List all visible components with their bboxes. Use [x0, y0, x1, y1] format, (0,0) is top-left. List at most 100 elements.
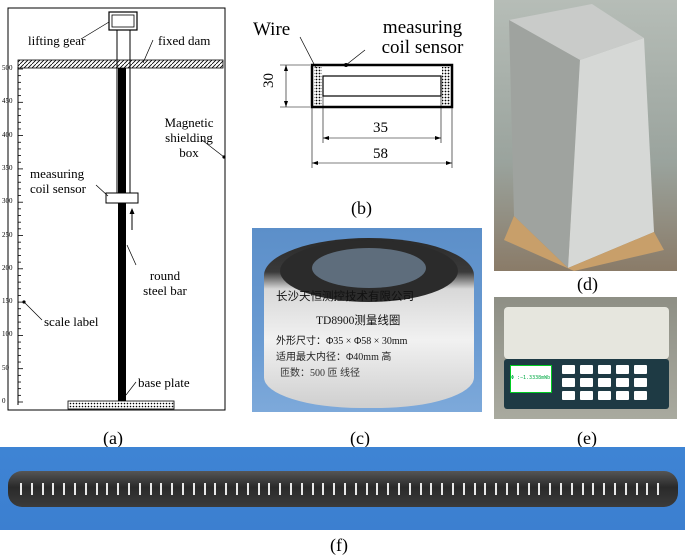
bar-mark: [354, 483, 357, 495]
screen-reading: Φ :−1.3338mWb: [511, 375, 551, 381]
bar-mark: [106, 483, 109, 495]
bar-mark: [592, 483, 595, 495]
caption-f: (f): [330, 535, 348, 555]
bar-mark: [171, 483, 174, 495]
keypad-key: [598, 391, 611, 400]
dim-height: 30: [261, 73, 277, 88]
bar-mark: [646, 483, 649, 495]
scale-number: 150: [2, 297, 13, 306]
keypad-key: [562, 391, 575, 400]
coil-model: TD8900测量线圈: [316, 315, 401, 327]
bar-mark: [549, 483, 552, 495]
keypad-key: [562, 365, 575, 374]
bar-mark: [20, 483, 22, 495]
caption-d: (d): [577, 274, 598, 294]
bar-mark: [560, 483, 562, 495]
dim-outer: 58: [373, 146, 388, 162]
scale-number: 250: [2, 230, 13, 239]
bar-mark: [635, 483, 638, 495]
bar-mark: [63, 483, 66, 495]
bar-mark: [365, 483, 368, 495]
bar-mark: [452, 483, 454, 495]
coil-spec-inner: 适用最大内径：Φ40mm 高: [276, 352, 392, 363]
caption-b: (b): [351, 198, 372, 218]
bar-mark: [527, 483, 530, 495]
bar-mark: [516, 483, 519, 495]
bar-mark: [322, 483, 325, 495]
bar-mark: [441, 483, 444, 495]
bar-mark: [203, 483, 206, 495]
bar-mark: [462, 483, 465, 495]
bar-mark: [495, 483, 498, 495]
bar-mark: [614, 483, 616, 495]
photo-coil: 长沙天恒测控技术有限公司 TD8900测量线圈 外形尺寸：Φ35 × Φ58 ×…: [252, 228, 482, 412]
bar-mark: [117, 483, 120, 495]
bar-mark: [581, 483, 584, 495]
lifting-gear: [108, 11, 138, 31]
caption-c: (c): [350, 428, 370, 448]
keypad-key: [562, 378, 575, 387]
scale-number: 350: [2, 163, 13, 172]
scale-number: 500: [2, 64, 13, 72]
bar-mark: [257, 483, 260, 495]
bar-mark: [268, 483, 271, 495]
bar-mark: [300, 483, 303, 495]
keypad-key: [616, 365, 629, 374]
dim-inner: 35: [373, 120, 388, 136]
coil-sensor: [105, 192, 139, 204]
label-base-plate: base plate: [138, 375, 190, 390]
bar-mark: [192, 483, 195, 495]
keypad-key: [634, 391, 647, 400]
keypad-key: [634, 365, 647, 374]
bar-mark: [138, 483, 141, 495]
keypad-key: [598, 378, 611, 387]
bar-mark: [484, 483, 487, 495]
bar-mark: [376, 483, 379, 495]
bar-mark: [214, 483, 217, 495]
bar-mark: [128, 483, 130, 495]
bar-mark: [311, 483, 314, 495]
bar-mark: [52, 483, 55, 495]
label-coil-sensor: measuring coil sensor: [30, 166, 86, 196]
label-lifting-gear: lifting gear: [28, 33, 86, 48]
caption-a: (a): [103, 428, 123, 448]
label-scale: scale label: [44, 314, 99, 329]
caption-e: (e): [577, 428, 597, 448]
label-sensor-b: measuring coil sensor: [381, 17, 464, 58]
base-plate: [67, 400, 175, 410]
bar-mark: [333, 483, 336, 495]
scale-number: 200: [2, 263, 13, 272]
photo-steel-bar: [0, 447, 685, 530]
keypad-key: [634, 378, 647, 387]
label-magnetic-box: Magnetic shielding box: [164, 115, 214, 160]
keypad-key: [580, 378, 593, 387]
scale-number: 0: [2, 397, 6, 405]
keypad-key: [580, 391, 593, 400]
bar-mark: [603, 483, 606, 495]
bar-mark: [30, 483, 33, 495]
scale-number: 300: [2, 197, 13, 206]
scale-number: 100: [2, 330, 13, 339]
scale-number: 400: [2, 130, 13, 139]
steel-bar: [118, 68, 126, 403]
bar-mark: [657, 483, 660, 495]
label-wire: Wire: [253, 19, 291, 40]
bar-mark: [74, 483, 76, 495]
bar-mark: [225, 483, 228, 495]
bar-mark: [538, 483, 541, 495]
keypad-key: [616, 391, 629, 400]
bar-mark: [84, 483, 87, 495]
label-steel-bar: round steel bar: [143, 268, 187, 298]
scale-ticks: [18, 68, 23, 403]
bar-mark: [387, 483, 390, 495]
label-fixed-dam: fixed dam: [158, 33, 211, 48]
bar-mark: [419, 483, 422, 495]
photo-fluxmeter: Φ :−1.3338mWb: [494, 297, 677, 419]
bar-mark: [279, 483, 282, 495]
bar-mark: [182, 483, 184, 495]
bar-mark: [41, 483, 44, 495]
bar-mark: [344, 483, 346, 495]
keypad: [562, 365, 654, 405]
